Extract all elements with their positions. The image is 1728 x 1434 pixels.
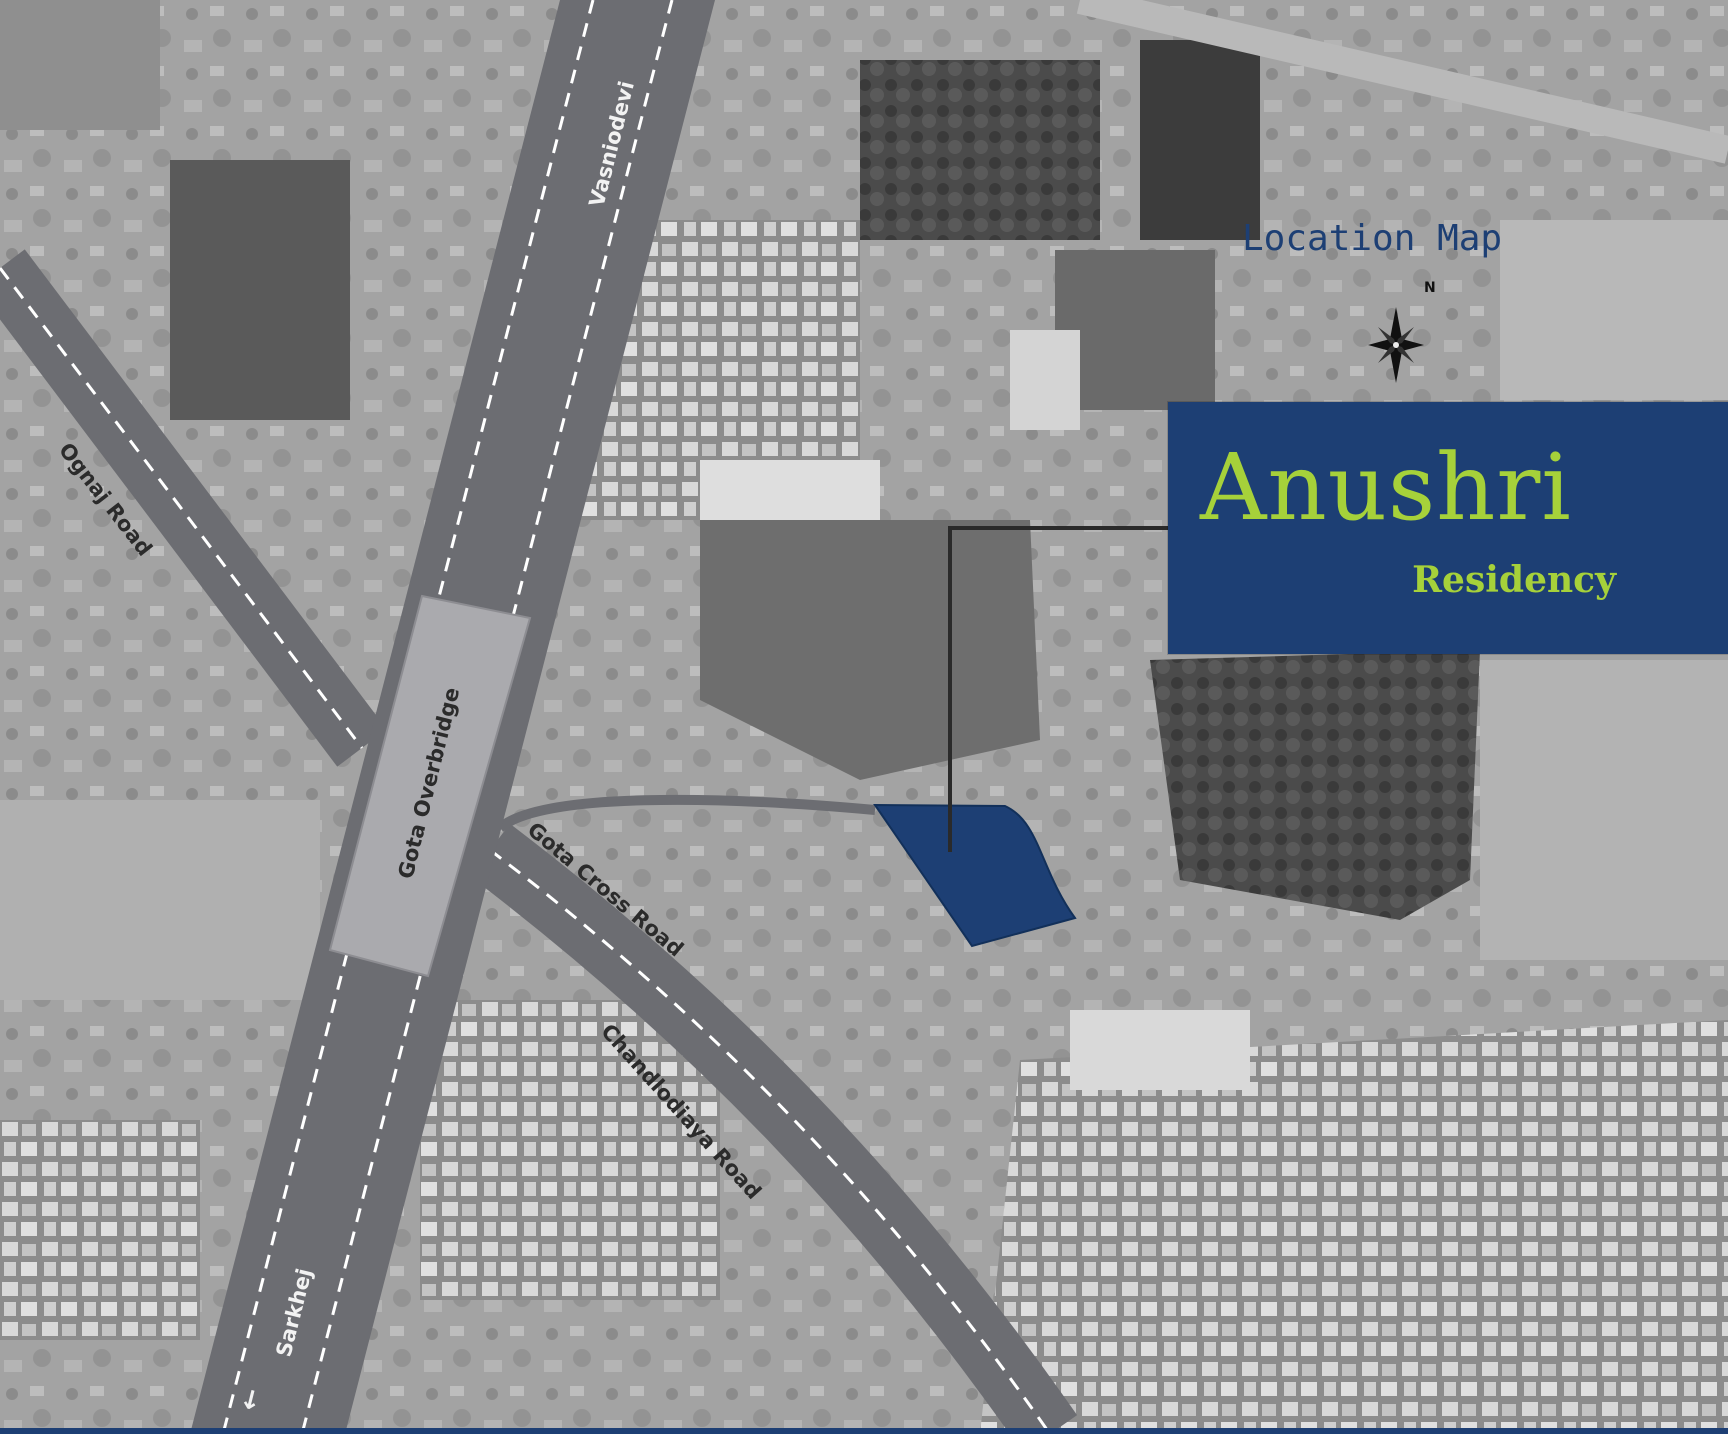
building [1070, 1010, 1250, 1090]
gota-overbridge-block [328, 594, 532, 978]
vegetation-area [700, 520, 1040, 780]
building [700, 460, 880, 520]
town-area [0, 1120, 200, 1340]
field-area [1480, 660, 1728, 960]
town-area [980, 1020, 1728, 1434]
road-lane-marking [489, 848, 1052, 1434]
field-area [0, 0, 160, 130]
vegetation-area [170, 160, 350, 420]
vegetation-area [1150, 650, 1480, 920]
field-area [0, 800, 320, 1000]
site-access-road [496, 794, 876, 832]
project-subtitle: Residency [1412, 559, 1616, 601]
road-lane-marking [221, 0, 595, 1434]
building [1010, 330, 1080, 430]
site-leader-line [948, 526, 1168, 852]
project-name: Anushri [1200, 434, 1572, 541]
vegetation-area [860, 60, 1100, 240]
minor-road [1076, 0, 1728, 164]
vegetation-area [1140, 40, 1260, 240]
map-title: Location Map [1242, 218, 1502, 259]
field-area [1500, 220, 1728, 400]
compass-north-label: N [1424, 280, 1436, 296]
road-lane-marking [300, 0, 674, 1434]
town-area [420, 1000, 720, 1300]
project-brand-box: Anushri Residency [1168, 402, 1728, 654]
compass-icon [1368, 307, 1424, 383]
bottom-border [0, 1428, 1728, 1434]
vegetation-area [1055, 250, 1215, 410]
road-lane-marking [0, 267, 364, 749]
site-plot [873, 803, 1077, 948]
